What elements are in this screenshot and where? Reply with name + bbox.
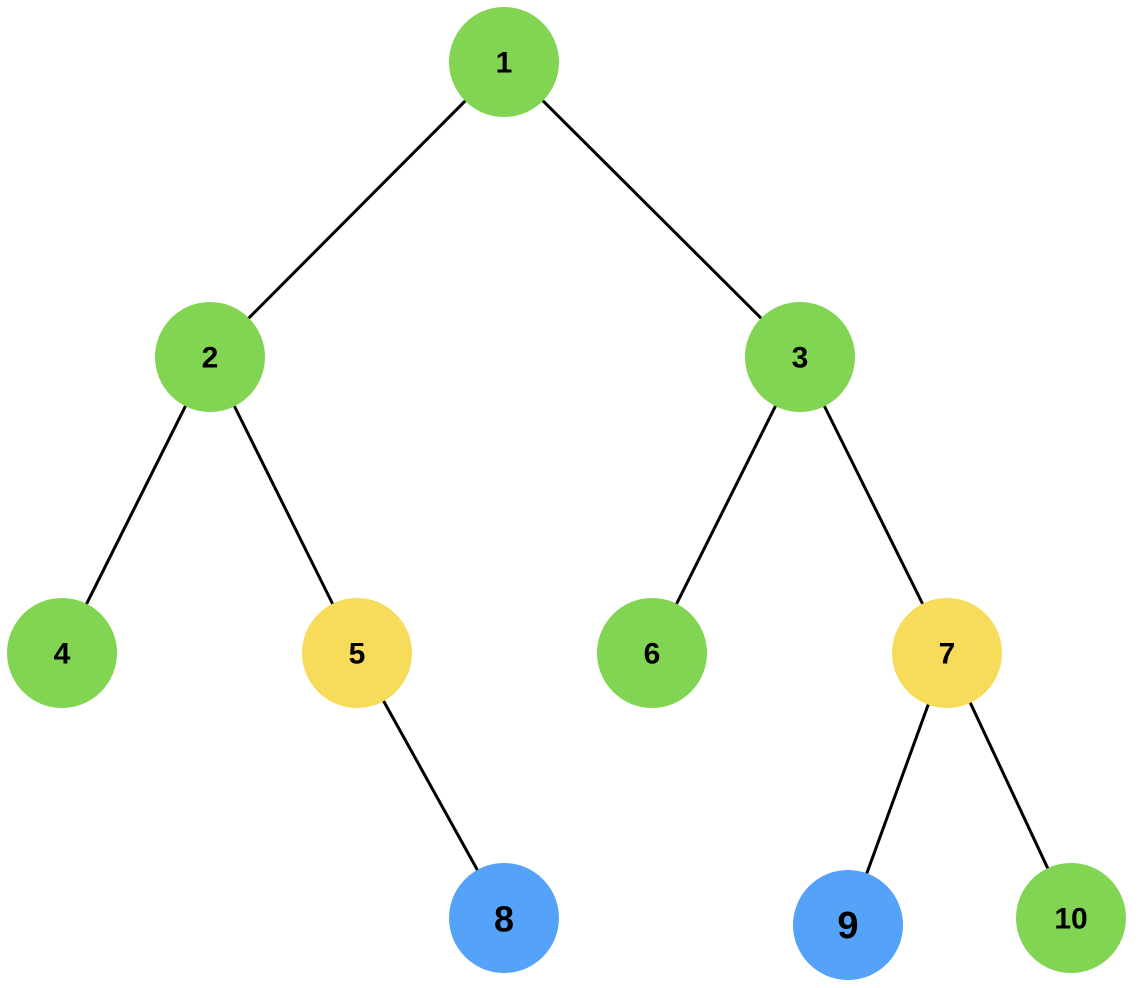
edge-2-4 <box>85 404 187 606</box>
nodes-layer: 1 2 3 4 5 6 7 8 9 10 <box>7 7 1126 980</box>
node-circle-9 <box>793 870 903 980</box>
tree-node-4: 4 <box>7 598 117 708</box>
node-label-6: 6 <box>644 638 661 671</box>
node-circle-10 <box>1016 863 1126 973</box>
tree-node-6: 6 <box>597 598 707 708</box>
edge-7-9 <box>865 703 930 875</box>
tree-node-3: 3 <box>745 302 855 412</box>
node-label-3: 3 <box>792 342 809 375</box>
node-circle-8 <box>449 863 559 973</box>
node-circle-6 <box>597 598 707 708</box>
edge-3-7 <box>822 404 925 606</box>
edge-1-2 <box>247 99 467 320</box>
node-label-8: 8 <box>494 899 514 940</box>
node-circle-2 <box>155 302 265 412</box>
tree-node-10: 10 <box>1016 863 1126 973</box>
node-label-9: 9 <box>837 905 858 947</box>
node-label-2: 2 <box>202 342 219 375</box>
edge-5-8 <box>382 699 479 872</box>
node-circle-7 <box>892 598 1002 708</box>
node-label-10: 10 <box>1054 903 1087 936</box>
node-circle-5 <box>302 598 412 708</box>
tree-node-8: 8 <box>449 863 559 973</box>
node-circle-1 <box>449 7 559 117</box>
tree-node-9: 9 <box>793 870 903 980</box>
node-circle-4 <box>7 598 117 708</box>
node-label-4: 4 <box>54 638 71 671</box>
tree-node-5: 5 <box>302 598 412 708</box>
edge-3-6 <box>675 404 777 606</box>
node-circle-3 <box>745 302 855 412</box>
node-label-1: 1 <box>496 47 513 80</box>
tree-node-1: 1 <box>449 7 559 117</box>
node-label-7: 7 <box>939 638 956 671</box>
tree-node-7: 7 <box>892 598 1002 708</box>
edges-layer <box>85 99 1050 875</box>
edge-2-5 <box>232 404 335 606</box>
edge-7-10 <box>968 701 1050 870</box>
edge-1-3 <box>541 99 763 320</box>
node-label-5: 5 <box>349 638 366 671</box>
tree-node-2: 2 <box>155 302 265 412</box>
